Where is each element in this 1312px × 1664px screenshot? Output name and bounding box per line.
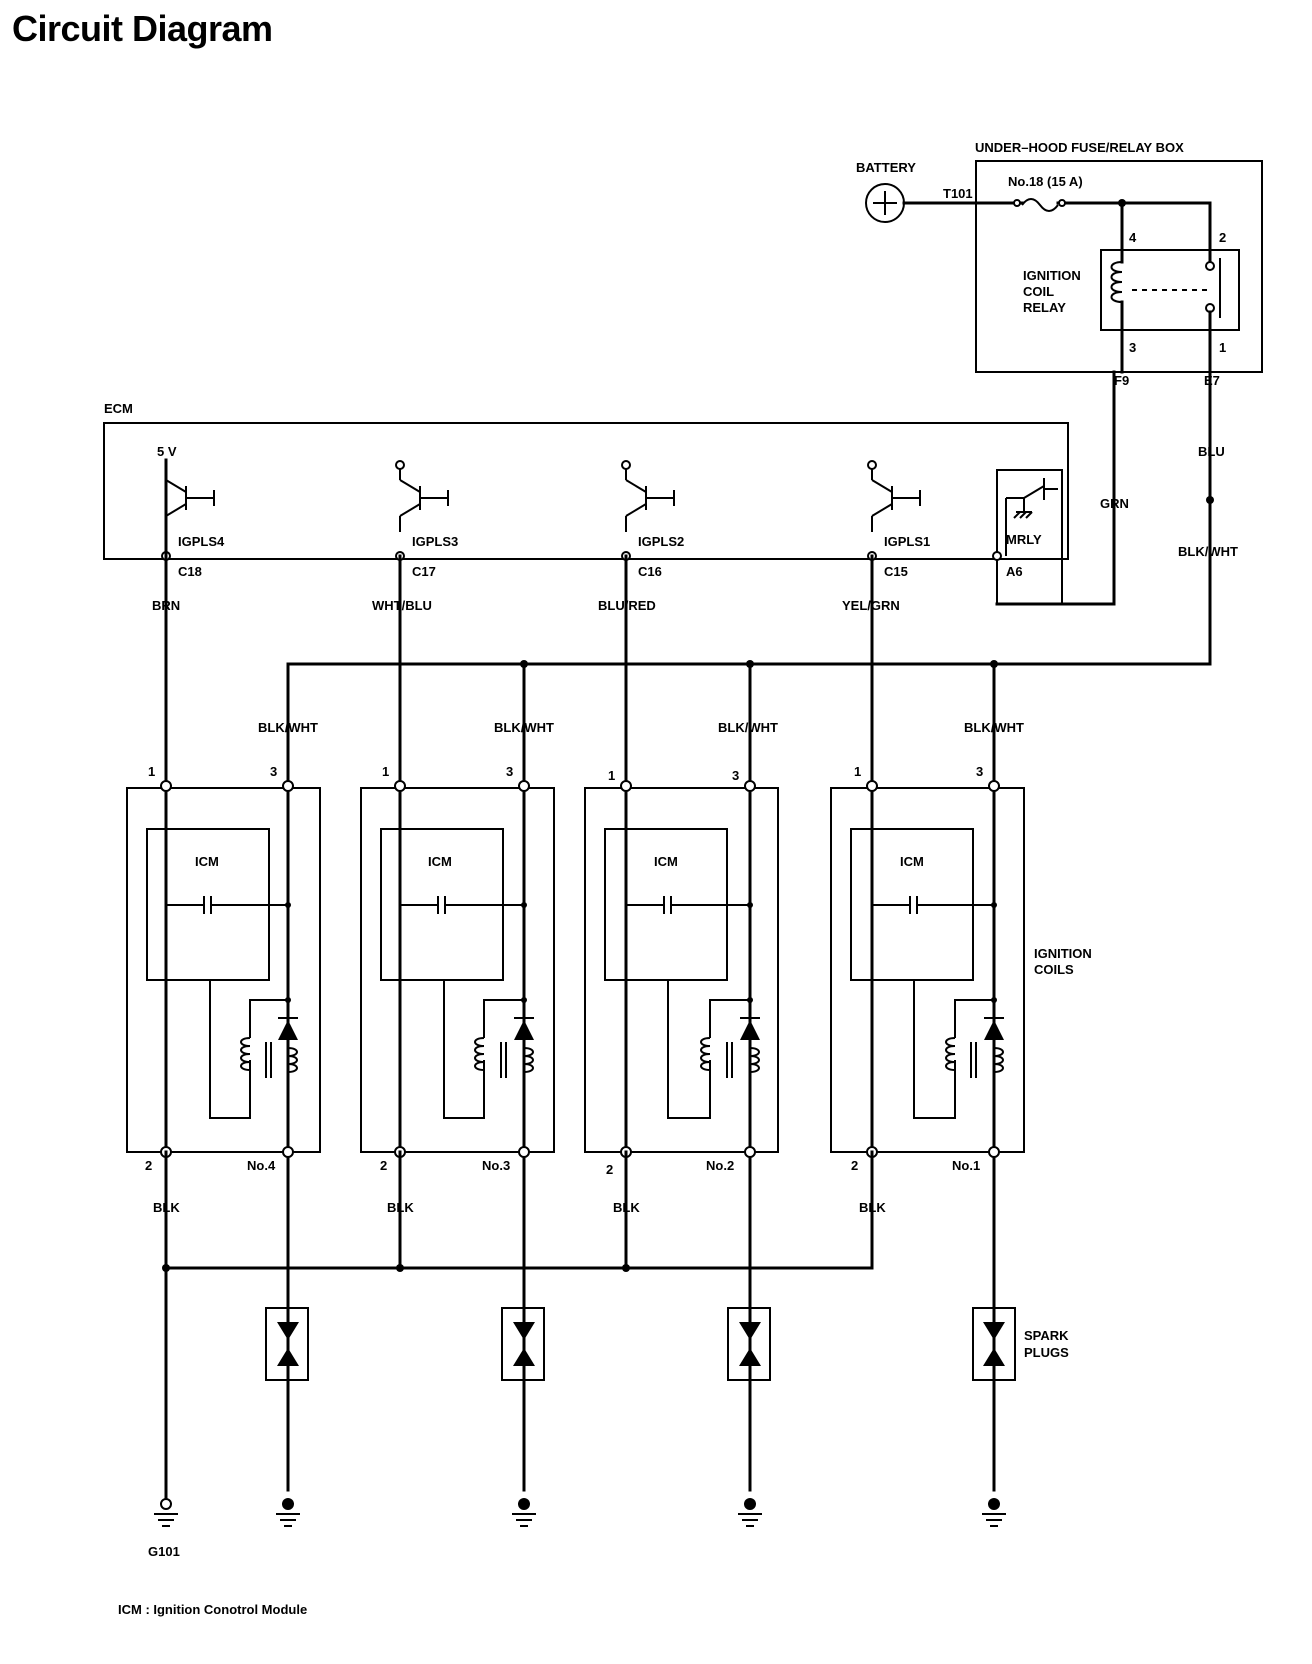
battery-label: BATTERY (856, 160, 916, 175)
ground-g101-label: G101 (148, 1544, 180, 1559)
mrly-driver-icon (1005, 478, 1058, 556)
coil2-pin3: 3 (732, 768, 739, 783)
ignition-coils-label-2: COILS (1034, 962, 1074, 977)
coil4-pin1: 1 (148, 764, 155, 779)
spark-plug-no2-icon (727, 1306, 771, 1382)
coil1-name: No.1 (952, 1158, 980, 1173)
relay-label-1: IGNITION (1023, 268, 1081, 283)
ignition-coil-no1 (830, 662, 1025, 1492)
relay-label-2: COIL (1023, 284, 1054, 299)
ecm-label: ECM (104, 401, 133, 416)
coil1-pin3: 3 (976, 764, 983, 779)
wire-blu: BLU (1198, 444, 1225, 459)
fuse-relay-box (975, 160, 1263, 373)
spark-plug-no3-icon (501, 1306, 545, 1382)
coil3-feed-wire: BLK/WHT (494, 720, 554, 735)
relay-body (1100, 249, 1240, 331)
relay-pin-2: 2 (1219, 230, 1226, 245)
coil4-feed-wire: BLK/WHT (258, 720, 318, 735)
coil3-icm-label: ICM (428, 854, 452, 869)
ecm-signal-igpls3: IGPLS3 (412, 534, 458, 549)
coil4-pin3: 3 (270, 764, 277, 779)
ecm-box (103, 422, 1069, 560)
spark-plugs-label-1: SPARK (1024, 1328, 1069, 1343)
ecm-signal-igpls2: IGPLS2 (638, 534, 684, 549)
spark-plug-no4-icon (265, 1306, 309, 1382)
ecm-signal-igpls4: IGPLS4 (178, 534, 225, 549)
wire-blk-wht-junction: BLK/WHT (1178, 544, 1238, 559)
relay-coil-icon (1110, 261, 1123, 303)
fuse-box-label: UNDER–HOOD FUSE/RELAY BOX (975, 140, 1184, 155)
ecm-pin-c16: C16 (638, 564, 662, 579)
coil2-name: No.2 (706, 1158, 734, 1173)
ground-plug2-icon (738, 1498, 762, 1527)
coil2-pin1: 1 (608, 768, 615, 783)
ecm-driver-4-icon (165, 460, 215, 532)
ecm-supply-5v: 5 V (157, 444, 177, 459)
ecm-driver-3-icon (395, 460, 449, 532)
coil4-name: No.4 (247, 1158, 276, 1173)
coil1-icm-label: ICM (900, 854, 924, 869)
relay-pin-3: 3 (1129, 340, 1136, 355)
coil2-icm-label: ICM (654, 854, 678, 869)
ecm-driver-2-icon (621, 460, 675, 532)
wire-wht-blu: WHT/BLU (372, 598, 432, 613)
coil3-pin1: 1 (382, 764, 389, 779)
coil1-pin1: 1 (854, 764, 861, 779)
coil1-pin2: 2 (851, 1158, 858, 1173)
terminal-t101: T101 (943, 186, 973, 201)
spark-plugs-label-2: PLUGS (1024, 1345, 1069, 1360)
coil1-feed-wire: BLK/WHT (964, 720, 1024, 735)
spark-plug-no1-icon (972, 1306, 1016, 1382)
relay-switch-icon (1205, 258, 1221, 318)
ecm-pin-c17: C17 (412, 564, 436, 579)
ignition-coils-label-1: IGNITION (1034, 946, 1092, 961)
coil3-pin2: 2 (380, 1158, 387, 1173)
coil4-pin2: 2 (145, 1158, 152, 1173)
ecm-pin-c18: C18 (178, 564, 202, 579)
ecm-signal-mrly: MRLY (1006, 532, 1042, 547)
fuse-box-out-f9: F9 (1114, 373, 1129, 388)
footnote: ICM : Ignition Conotrol Module (118, 1602, 307, 1617)
ground-plug1-icon (982, 1498, 1006, 1527)
ground-g101-icon (154, 1498, 178, 1527)
ecm-driver-1-icon (867, 460, 921, 532)
relay-label-3: RELAY (1023, 300, 1066, 315)
page-title: Circuit Diagram (12, 8, 273, 49)
ecm-pin-a6: A6 (1006, 564, 1023, 579)
wire-grn: GRN (1100, 496, 1129, 511)
coil2-feed-wire: BLK/WHT (718, 720, 778, 735)
coil3-name: No.3 (482, 1158, 510, 1173)
fuse-box-out-e7: E7 (1204, 373, 1220, 388)
coil4-icm-label: ICM (195, 854, 219, 869)
ground-plug4-icon (276, 1498, 300, 1527)
ecm-pin-c15: C15 (884, 564, 908, 579)
fuse-icon (1021, 198, 1059, 212)
coil2-pin2: 2 (606, 1162, 613, 1177)
relay-pin-1: 1 (1219, 340, 1226, 355)
ecm-signal-igpls1: IGPLS1 (884, 534, 930, 549)
battery-icon (865, 183, 905, 223)
relay-pin-4: 4 (1129, 230, 1137, 245)
coil3-pin3: 3 (506, 764, 513, 779)
ground-plug3-icon (512, 1498, 536, 1527)
fuse-label: No.18 (15 A) (1008, 174, 1083, 189)
